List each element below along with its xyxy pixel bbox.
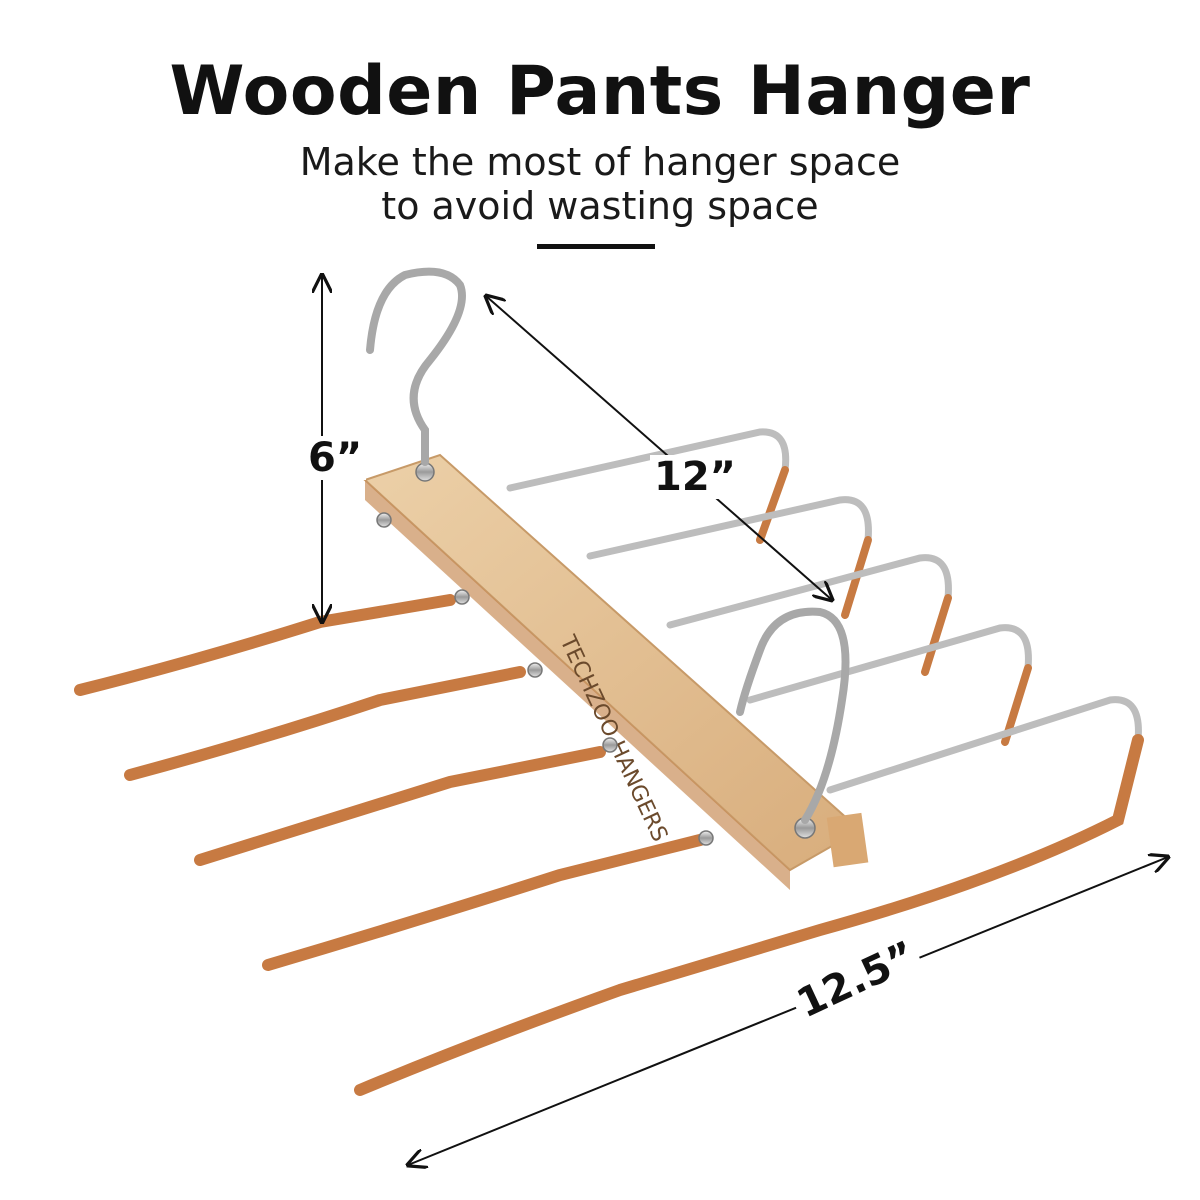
diagonal-dimension-line bbox=[486, 296, 832, 600]
front-loop-hook-icon bbox=[736, 607, 850, 824]
title-divider bbox=[537, 244, 655, 249]
top-hook-icon bbox=[366, 267, 466, 466]
subtitle-line-1: Make the most of hanger space bbox=[299, 140, 901, 184]
page-subtitle: Make the most of hanger space to avoid w… bbox=[0, 140, 1200, 228]
subtitle-line-2: to avoid wasting space bbox=[381, 184, 819, 228]
diagonal-dimension-label: 12” bbox=[650, 455, 740, 499]
hanger-arm-3 bbox=[194, 554, 952, 866]
wooden-bar: TECHZOO HANGERS bbox=[363, 453, 869, 890]
length-dimension-line bbox=[408, 857, 1168, 1165]
hanger-arms bbox=[74, 428, 1144, 1096]
page-title: Wooden Pants Hanger bbox=[169, 52, 1031, 131]
bar-bolts bbox=[376, 462, 816, 846]
height-dimension-label: 6” bbox=[304, 436, 367, 480]
